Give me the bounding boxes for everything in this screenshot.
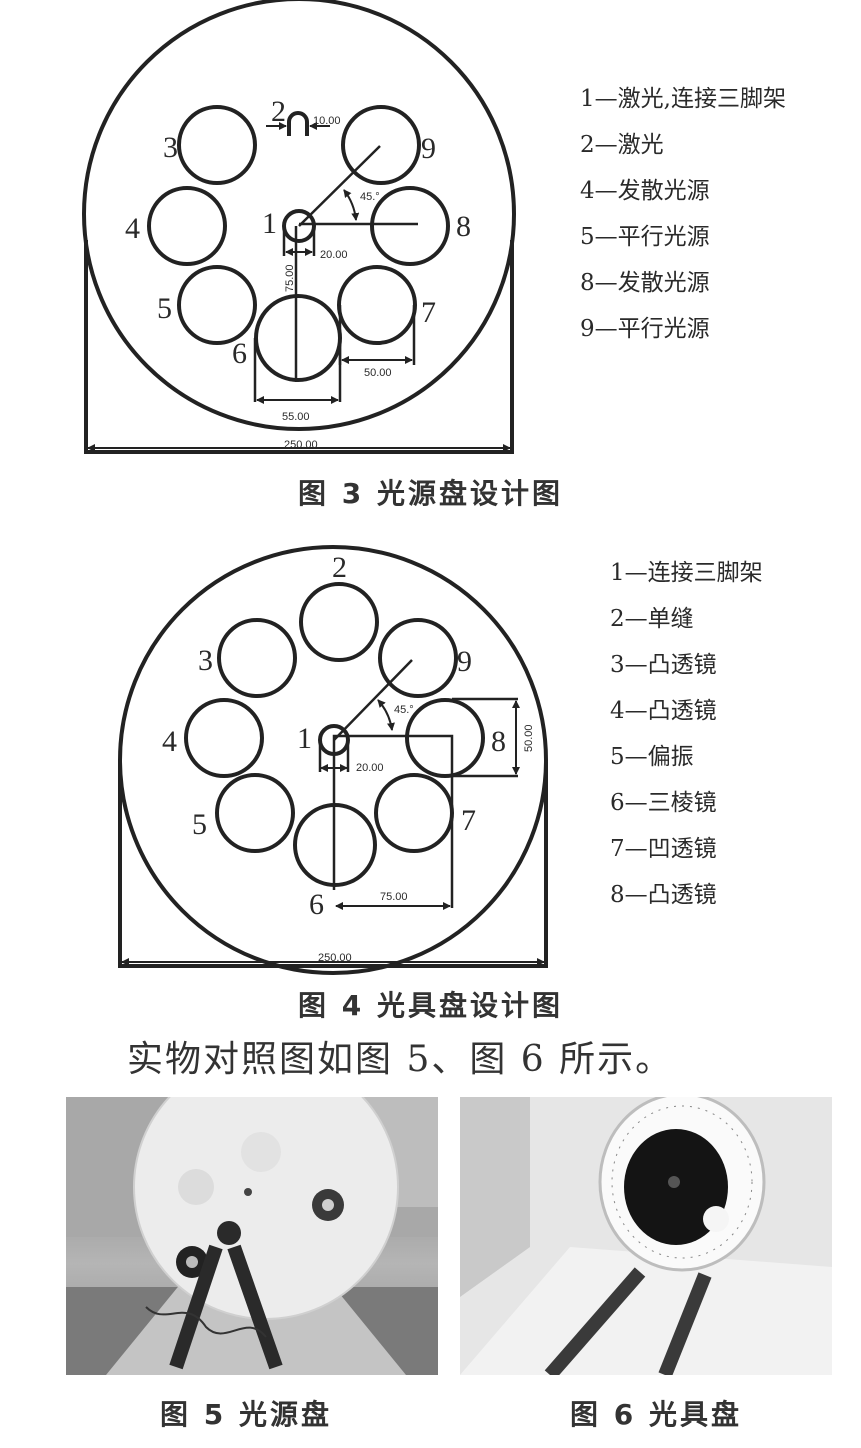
figure-4-diagram: 1 2 3 4 5 6 7 8 9 45.° 20.00 50.00 75.00… <box>118 545 548 975</box>
legend-item: 7—凹透镜 <box>610 836 717 862</box>
dimension-50: 50.00 <box>523 724 535 752</box>
body-paragraph: 实物对照图如图 5、图 6 所示。 <box>127 1039 674 1080</box>
figure-3-caption: 图 3 光源盘设计图 <box>298 477 563 510</box>
slot-2-slit <box>287 111 309 136</box>
slot-number-8: 8 <box>456 210 471 243</box>
slot-number-4: 4 <box>162 725 177 758</box>
legend-item: 2—单缝 <box>610 606 694 632</box>
slot-9-hole <box>341 105 421 185</box>
legend-item: 4—发散光源 <box>580 178 710 204</box>
legend-item: 2—激光 <box>580 132 664 158</box>
dimension-angle: 45.° <box>394 704 414 716</box>
slot-number-1: 1 <box>262 207 277 240</box>
legend-item: 4—凸透镜 <box>610 698 717 724</box>
slot-number-6: 6 <box>232 337 247 370</box>
slot-number-7: 7 <box>421 296 436 329</box>
figure-5-photo <box>66 1097 438 1375</box>
dimension-angle: 45.° <box>360 191 380 203</box>
legend-item: 5—平行光源 <box>580 224 710 250</box>
slot-8-hole <box>370 186 450 266</box>
slot-6-hole <box>254 294 342 382</box>
dimension-50: 50.00 <box>364 367 392 379</box>
dimension-75: 75.00 <box>380 891 408 903</box>
slot-3-hole <box>177 105 257 185</box>
slot-3-hole <box>217 618 297 698</box>
dimension-75: 75.00 <box>284 264 296 292</box>
slot-number-8: 8 <box>491 725 506 758</box>
slot-number-5: 5 <box>157 292 172 325</box>
dimension-55: 55.00 <box>282 411 310 423</box>
dimension-20: 20.00 <box>320 249 348 261</box>
stand-outline <box>84 240 514 454</box>
legend-item: 8—发散光源 <box>580 270 710 296</box>
legend-item: 8—凸透镜 <box>610 882 717 908</box>
figure-3-legend: 1—激光,连接三脚架 2—激光 4—发散光源 5—平行光源 8—发散光源 9—平… <box>580 76 786 352</box>
slot-number-4: 4 <box>125 212 140 245</box>
slot-number-9: 9 <box>457 645 472 678</box>
figure-4-legend: 1—连接三脚架 2—单缝 3—凸透镜 4—凸透镜 5—偏振 6—三棱镜 7—凹透… <box>610 550 763 918</box>
slot-4-hole <box>147 186 227 266</box>
figure-6-caption: 图 6 光具盘 <box>570 1398 742 1431</box>
slot-4-hole <box>184 698 264 778</box>
slot-number-5: 5 <box>192 808 207 841</box>
legend-item: 5—偏振 <box>610 744 694 770</box>
legend-item: 1—激光,连接三脚架 <box>580 86 786 112</box>
figure-6-photo <box>460 1097 832 1375</box>
slot-number-7: 7 <box>461 804 476 837</box>
slot-number-9: 9 <box>421 132 436 165</box>
disc-outline <box>82 0 516 431</box>
figure-3-diagram: 1 2 3 4 5 6 7 8 9 10.00 45.° 20.00 75.00… <box>82 0 516 454</box>
slot-number-3: 3 <box>198 644 213 677</box>
slot-number-6: 6 <box>309 888 324 921</box>
slot-9-hole <box>378 618 458 698</box>
slot-8-hole <box>405 698 485 778</box>
slot-5-hole <box>215 773 295 853</box>
slot-number-2: 2 <box>332 551 347 584</box>
figure-4-caption: 图 4 光具盘设计图 <box>298 989 563 1022</box>
disc-outline <box>118 545 548 975</box>
figure-5-caption: 图 5 光源盘 <box>160 1398 332 1431</box>
slot-number-1: 1 <box>297 722 312 755</box>
legend-item: 1—连接三脚架 <box>610 560 763 586</box>
stand-outline <box>118 762 548 968</box>
legend-item: 3—凸透镜 <box>610 652 717 678</box>
legend-item: 9—平行光源 <box>580 316 710 342</box>
legend-item: 6—三棱镜 <box>610 790 717 816</box>
slot-7-hole <box>374 773 454 853</box>
dimension-250: 250.00 <box>284 439 318 451</box>
slot-number-3: 3 <box>163 131 178 164</box>
optical-disc-photo <box>460 1097 832 1375</box>
dimension-20: 20.00 <box>356 762 384 774</box>
dimension-10: 10.00 <box>313 115 341 127</box>
slot-5-hole <box>177 265 257 345</box>
light-source-disc-photo <box>66 1097 438 1375</box>
slot-7-hole <box>337 265 417 345</box>
dimension-250: 250.00 <box>318 952 352 964</box>
slot-2-hole <box>299 582 379 662</box>
slot-number-2: 2 <box>271 95 286 128</box>
